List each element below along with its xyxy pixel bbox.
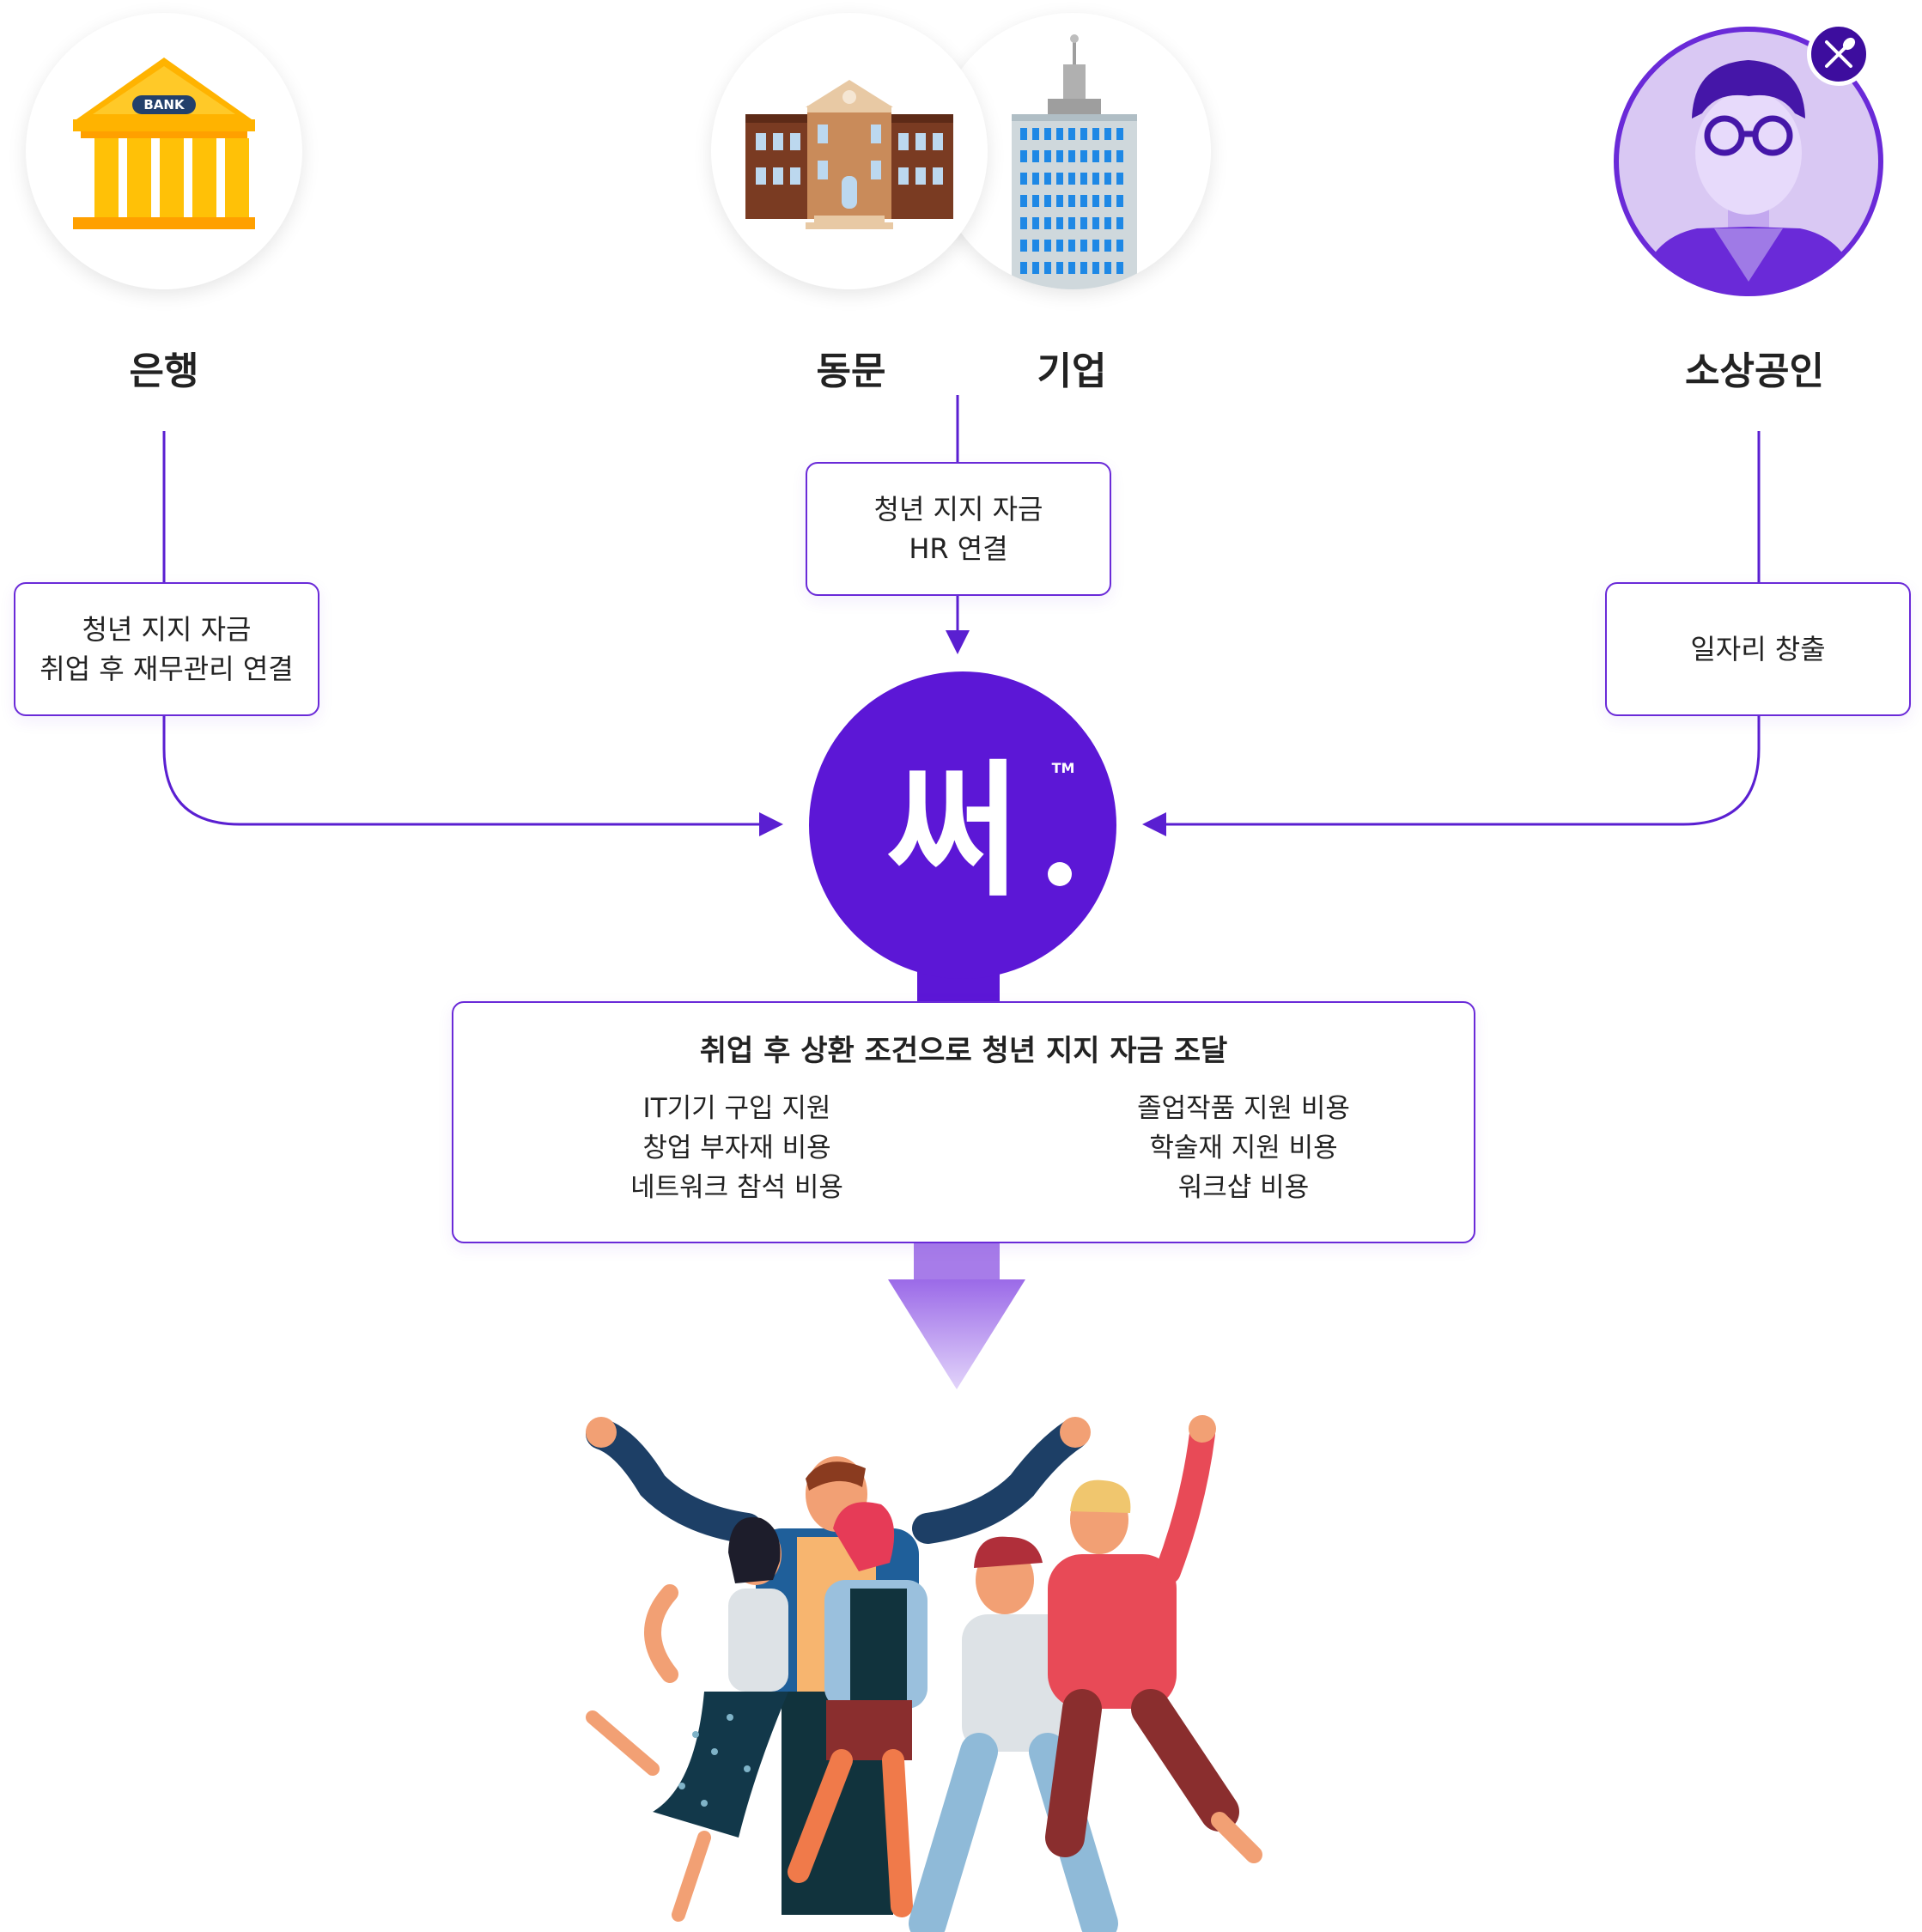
down-arrow-head: [888, 1279, 1025, 1389]
middle-info-box: 청년 지지 자금 HR 연결: [806, 462, 1111, 596]
funding-right-item: 워크샵 비용: [1177, 1172, 1310, 1203]
bank-info-line-2: 취업 후 재무관리 연결: [40, 653, 294, 685]
merchant-info-box: 일자리 창출: [1605, 582, 1911, 716]
bank-info-box: 청년 지지 자금 취업 후 재무관리 연결: [14, 582, 319, 716]
middle-info-line-2: HR 연결: [909, 532, 1008, 565]
merchant-arrowhead: [1142, 812, 1166, 836]
merchant-avatar-icon: [1614, 27, 1883, 296]
funding-title: 취업 후 상환 조건으로 청년 지지 자금 조달: [699, 1034, 1228, 1068]
down-arrow-shaft: [914, 1242, 1000, 1279]
company-label: 기업: [1037, 349, 1107, 393]
funding-left-item: 창업 부자재 비용: [642, 1133, 831, 1163]
merchant-label: 소상공인: [1685, 349, 1824, 393]
funding-left-item: 네트워크 참석 비용: [630, 1172, 843, 1203]
funding-box: 취업 후 상환 조건으로 청년 지지 자금 조달 IT기기 구입 지원 창업 부…: [452, 1001, 1475, 1243]
merchant-to-center-connector: [1161, 714, 1761, 826]
middle-info-line-1: 청년 지지 자금: [873, 493, 1043, 526]
fork-knife-icon: [1825, 37, 1856, 68]
funding-right-item: 학술재 지원 비용: [1149, 1133, 1338, 1163]
alumni-circle: [711, 13, 988, 289]
alumni-label: 동문: [816, 349, 886, 393]
funding-right-item: 졸업작품 지원 비용: [1137, 1093, 1350, 1124]
bank-to-center-connector: [162, 714, 764, 826]
funding-left-list: IT기기 구입 지원 창업 부자재 비용 네트워크 참석 비용: [505, 1089, 969, 1207]
svg-text:써: 써: [886, 747, 1020, 917]
happy-youth-group-illustration: [586, 1415, 1262, 1932]
funding-right-list: 졸업작품 지원 비용 학술재 지원 비용 워크샵 비용: [1012, 1089, 1475, 1207]
bank-info-line-1: 청년 지지 자금: [82, 613, 252, 646]
university-building-icon: [745, 80, 953, 229]
svg-text:TM: TM: [1052, 760, 1075, 776]
middle-arrowhead: [946, 630, 970, 654]
merchant-info-line-1: 일자리 창출: [1690, 633, 1826, 665]
bank-circle: BANK: [26, 13, 302, 289]
funding-left-item: IT기기 구입 지원: [642, 1093, 831, 1124]
sseo-logo-icon: 써 TM: [886, 747, 1075, 917]
bank-icon: BANK: [73, 58, 255, 229]
office-tower-icon: [1012, 34, 1137, 289]
svg-text:BANK: BANK: [143, 97, 186, 112]
bank-arrowhead: [759, 812, 783, 836]
bank-label: 은행: [129, 349, 199, 393]
merchant-badge: [1807, 22, 1870, 86]
merchant-circle: [1611, 22, 1886, 299]
sseo-logo: 써 TM: [809, 671, 1116, 979]
